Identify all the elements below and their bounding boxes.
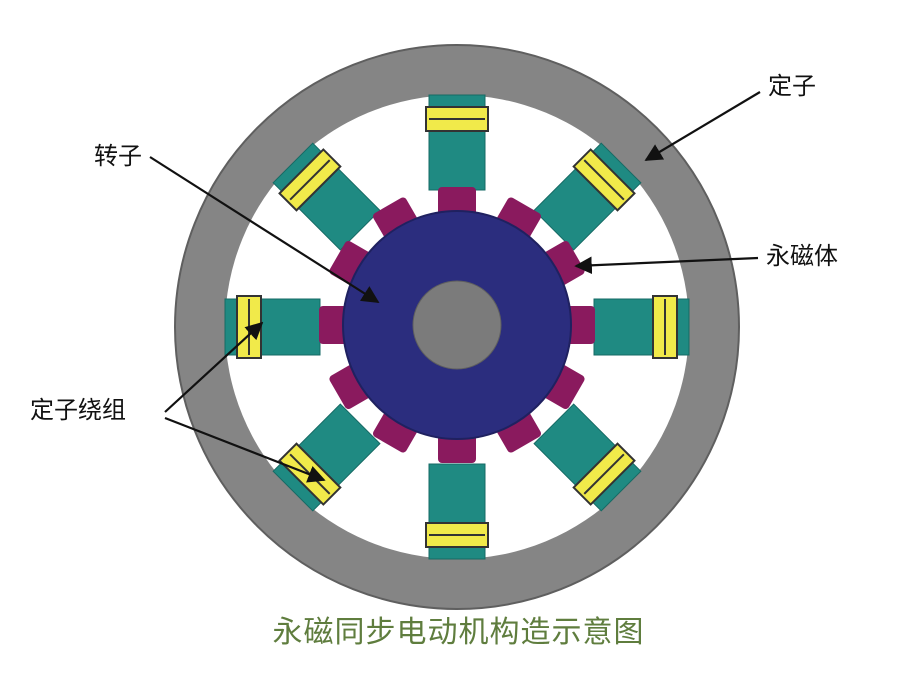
- winding-stripe: [583, 453, 625, 495]
- stator-pole: [425, 463, 489, 560]
- leader-lines: [149, 91, 761, 483]
- rotor-label: 转子: [94, 142, 142, 170]
- winding-leader-lower: [164, 416, 326, 483]
- shaft: [412, 280, 502, 370]
- pole-core: [533, 403, 642, 512]
- stator-pole: [425, 94, 489, 191]
- winding-leader-upper: [164, 321, 264, 413]
- diagram-caption: 永磁同步电动机构造示意图: [272, 615, 645, 650]
- winding-stripe: [583, 159, 625, 201]
- winding-label: 定子绕组: [30, 396, 126, 424]
- pole-core: [272, 142, 381, 251]
- magnet-leader: [574, 256, 759, 275]
- magnet-label: 永磁体: [766, 242, 838, 270]
- stator-label: 定子: [768, 72, 816, 100]
- winding-stripe: [289, 159, 331, 201]
- stator-pole: [224, 295, 321, 359]
- rotor-leader: [149, 156, 380, 303]
- pole-core: [272, 403, 381, 512]
- stator-pole: [533, 142, 642, 251]
- stator-pole: [272, 142, 381, 251]
- stator-pole: [533, 403, 642, 512]
- stator-pole: [593, 295, 690, 359]
- rotor-magnets: [319, 187, 595, 463]
- pole-core: [533, 142, 642, 251]
- stator-leader: [644, 91, 761, 161]
